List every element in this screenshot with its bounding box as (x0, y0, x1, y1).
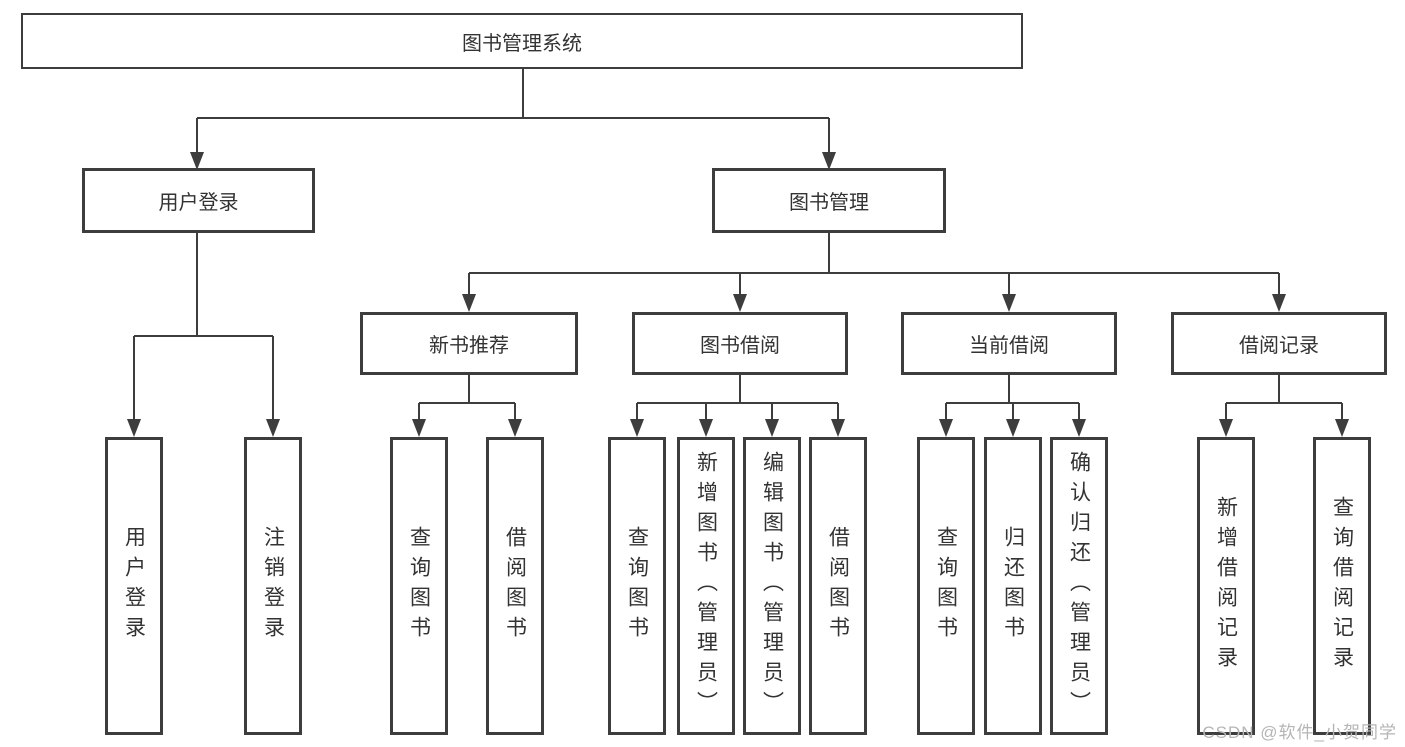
leaf-add-books-admin: 新增图书（管理员） (677, 437, 735, 735)
node-borrow-records: 借阅记录 (1171, 312, 1387, 375)
arrowhead (508, 419, 522, 437)
node-library-management-system: 图书管理系统 (21, 13, 1023, 69)
connectors-new-book-recommend-to-leaves (412, 375, 522, 437)
leaf-label: 查询图书 (625, 526, 649, 646)
leaf-confirm-return-admin: 确认归还（管理员） (1050, 437, 1108, 735)
node-current-borrow: 当前借阅 (901, 312, 1117, 375)
connectors-book-borrow-to-leaves (630, 375, 845, 437)
node-label: 新书推荐 (429, 335, 509, 357)
arrowhead (822, 152, 836, 170)
leaf-query-books-borrow: 查询图书 (608, 437, 666, 735)
node-label: 借阅记录 (1239, 335, 1319, 357)
arrowhead (266, 419, 280, 437)
leaf-label: 借阅图书 (826, 526, 850, 646)
connectors-book-management-to-level2 (462, 233, 1286, 312)
node-label: 图书借阅 (700, 335, 780, 357)
arrowhead (939, 419, 953, 437)
csdn-watermark: CSDN @软件_小贺同学 (1202, 723, 1397, 742)
leaf-label: 确认归还（管理员） (1067, 451, 1091, 721)
arrowhead (127, 419, 141, 437)
node-label: 图书管理 (789, 192, 869, 214)
node-label: 用户登录 (158, 192, 239, 214)
leaf-borrow-books: 借阅图书 (809, 437, 867, 735)
leaf-add-borrow-record: 新增借阅记录 (1197, 437, 1255, 735)
leaf-edit-books-admin: 编辑图书（管理员） (743, 437, 801, 735)
leaf-label: 新增图书（管理员） (694, 451, 718, 721)
leaf-query-borrow-record: 查询借阅记录 (1313, 437, 1371, 735)
arrowhead (765, 419, 779, 437)
leaf-label: 查询借阅记录 (1330, 496, 1354, 676)
leaf-label: 借阅图书 (503, 526, 527, 646)
leaf-label: 归还图书 (1001, 526, 1025, 646)
arrowhead (831, 419, 845, 437)
leaf-label: 查询图书 (934, 526, 958, 646)
node-book-borrow: 图书借阅 (632, 312, 848, 375)
leaf-user-login: 用户登录 (105, 437, 163, 735)
leaf-borrow-books-recommend: 借阅图书 (486, 437, 544, 735)
leaf-label: 用户登录 (122, 526, 146, 646)
node-book-management: 图书管理 (712, 168, 946, 233)
leaf-label: 编辑图书（管理员） (760, 451, 784, 721)
leaf-label: 新增借阅记录 (1214, 496, 1238, 676)
node-label: 图书管理系统 (462, 32, 582, 55)
arrowhead (733, 294, 747, 312)
arrowhead (190, 152, 204, 170)
node-label: 当前借阅 (969, 335, 1049, 357)
node-user-login: 用户登录 (82, 168, 315, 233)
arrowhead (1002, 294, 1016, 312)
connectors-user-login-to-leaves (127, 233, 280, 437)
leaf-return-books: 归还图书 (984, 437, 1042, 735)
arrowhead (1006, 419, 1020, 437)
arrowhead (699, 419, 713, 437)
arrowhead (1272, 294, 1286, 312)
leaf-query-books-recommend: 查询图书 (390, 437, 448, 735)
arrowhead (462, 294, 476, 312)
node-new-book-recommend: 新书推荐 (360, 312, 578, 375)
leaf-label: 查询图书 (407, 526, 431, 646)
leaf-label: 注销登录 (261, 526, 285, 646)
connectors-borrow-records-to-leaves (1219, 375, 1349, 437)
arrowhead (1072, 419, 1086, 437)
arrowhead (1335, 419, 1349, 437)
arrowhead (412, 419, 426, 437)
arrowhead (1219, 419, 1233, 437)
connectors-root-to-level1 (190, 69, 836, 170)
arrowhead (630, 419, 644, 437)
leaf-query-books-current: 查询图书 (917, 437, 975, 735)
leaf-logout-login: 注销登录 (244, 437, 302, 735)
connectors-current-borrow-to-leaves (939, 375, 1086, 437)
